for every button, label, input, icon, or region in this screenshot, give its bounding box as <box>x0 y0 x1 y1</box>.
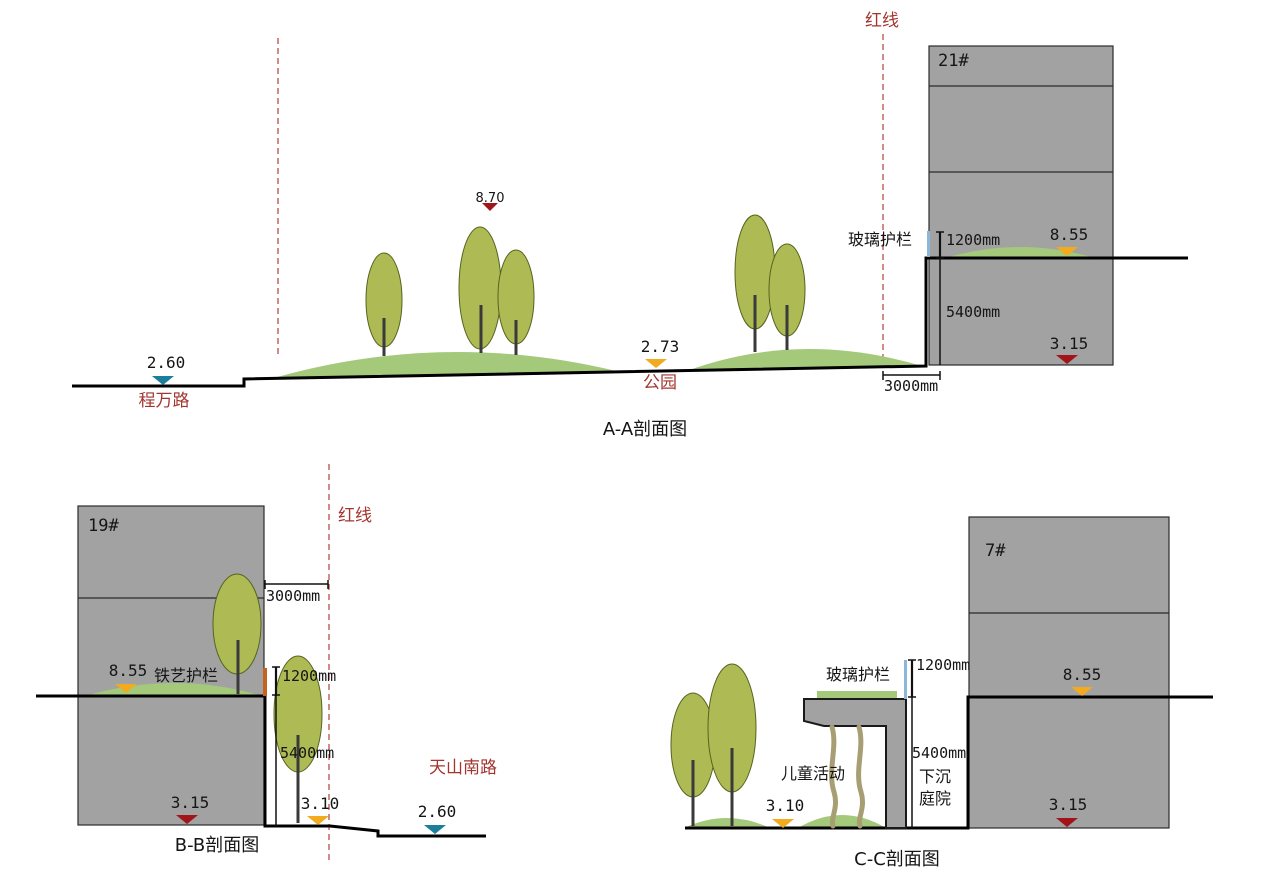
aa-elevation-park: 2.73 <box>641 337 680 356</box>
aa-elevation-marker-road <box>152 376 174 385</box>
aa-elevation-marker-park <box>645 359 667 368</box>
bb-road-label: 天山南路 <box>429 758 497 778</box>
aa-building-number: 21# <box>938 51 969 71</box>
section-aa: 红线 21# 8.70 玻璃护栏 1200mm 8.55 5400mm 3.15… <box>72 11 1188 440</box>
aa-section-title: A-A剖面图 <box>603 419 687 440</box>
cc-sunken-courtyard-label: 下沉 <box>919 767 951 786</box>
section-bb: 19# 红线 3000mm 8.55 铁艺护栏 1200mm 5400mm 天山… <box>36 464 497 860</box>
cc-dimension-railing-height <box>908 659 916 698</box>
bb-section-title: B-B剖面图 <box>175 835 260 856</box>
aa-railing-label: 玻璃护栏 <box>848 230 912 249</box>
cc-play-post <box>856 724 866 829</box>
bb-dimension-railing-text: 1200mm <box>282 667 336 685</box>
cc-dimension-floor-text: 5400mm <box>912 744 966 762</box>
bb-dimension-railing-height <box>272 666 280 696</box>
cc-play-area-label: 儿童活动 <box>781 764 845 783</box>
aa-dimension-floor-text: 5400mm <box>946 303 1000 321</box>
cc-railing-label: 玻璃护栏 <box>826 665 890 684</box>
bb-dimension-setback <box>264 580 329 589</box>
aa-elevation-hill: 8.70 <box>476 191 505 206</box>
aa-park-mound <box>688 349 922 371</box>
bb-building-number: 19# <box>88 516 119 536</box>
cc-ground-line <box>685 695 1213 830</box>
bb-elevation-ground: 3.10 <box>301 794 340 813</box>
section-cc: 7# 玻璃护栏 1200mm 8.55 5400mm 儿童活动 下沉 庭院 3.… <box>670 516 1213 870</box>
aa-tree <box>458 226 502 353</box>
cc-elevation-basement: 3.15 <box>1049 795 1088 814</box>
bb-elevation-marker-roof <box>115 684 137 693</box>
cc-lawn-mound <box>798 815 886 828</box>
bb-elevation-road: 2.60 <box>418 802 457 821</box>
cc-elevation-marker-ground <box>772 819 794 828</box>
bb-elevation-marker-basement <box>176 815 198 824</box>
cc-tree <box>707 663 757 826</box>
aa-elevation-road: 2.60 <box>147 353 186 372</box>
bb-elevation-roof: 8.55 <box>109 661 148 680</box>
bb-dimension-setback-text: 3000mm <box>266 587 320 605</box>
bb-elevation-marker-ground <box>307 816 329 825</box>
aa-dimension-setback-text: 3000mm <box>884 377 938 395</box>
cc-building-7 <box>968 516 1170 829</box>
aa-elevation-marker-roof <box>1056 247 1078 256</box>
aa-glass-railing <box>927 231 930 257</box>
aa-red-line-label: 红线 <box>865 11 899 31</box>
aa-elevation-basement: 3.15 <box>1050 334 1089 353</box>
aa-dimension-setback <box>882 371 941 380</box>
bb-elevation-basement: 3.15 <box>171 793 210 812</box>
cc-canopy-structure <box>803 698 907 829</box>
aa-ground-line <box>72 256 1188 388</box>
cc-lawn-mound <box>684 818 770 828</box>
bb-roof-lawn <box>85 683 262 696</box>
aa-elevation-roof: 8.55 <box>1050 225 1089 244</box>
cc-elevation-marker-roof <box>1071 687 1093 696</box>
cc-sunken-courtyard-label: 庭院 <box>919 789 951 808</box>
cc-dimension-railing-text: 1200mm <box>916 656 970 674</box>
cc-building-number: 7# <box>985 541 1006 561</box>
bb-elevation-marker-road <box>424 825 446 834</box>
bb-tree <box>212 573 262 694</box>
aa-building-21 <box>928 45 1114 366</box>
cc-elevation-roof: 8.55 <box>1063 665 1102 684</box>
aa-tree <box>734 214 776 352</box>
cc-glass-railing <box>904 660 907 699</box>
aa-park-label: 公园 <box>643 373 677 393</box>
aa-tree <box>768 243 806 350</box>
aa-tree <box>365 252 403 356</box>
aa-road-label: 程万路 <box>139 391 190 411</box>
cc-section-title: C-C剖面图 <box>854 849 940 870</box>
bb-railing-label: 铁艺护栏 <box>154 666 218 685</box>
bb-tree <box>273 655 323 823</box>
aa-tree <box>497 249 535 355</box>
aa-elevation-marker-basement <box>1056 355 1078 364</box>
cc-play-post <box>829 724 839 829</box>
bb-red-line-label: 红线 <box>338 506 372 526</box>
cc-elevation-marker-basement <box>1056 818 1078 827</box>
cc-elevation-ground: 3.10 <box>766 796 805 815</box>
aa-park-mound <box>272 352 620 379</box>
aa-dimension-railing-text: 1200mm <box>946 231 1000 249</box>
bb-iron-railing <box>263 668 267 696</box>
cc-canopy-lawn <box>817 691 897 699</box>
bb-dimension-floor-text: 5400mm <box>280 744 334 762</box>
aa-elevation-marker-hill <box>482 203 498 211</box>
aa-roof-lawn <box>945 247 1095 258</box>
